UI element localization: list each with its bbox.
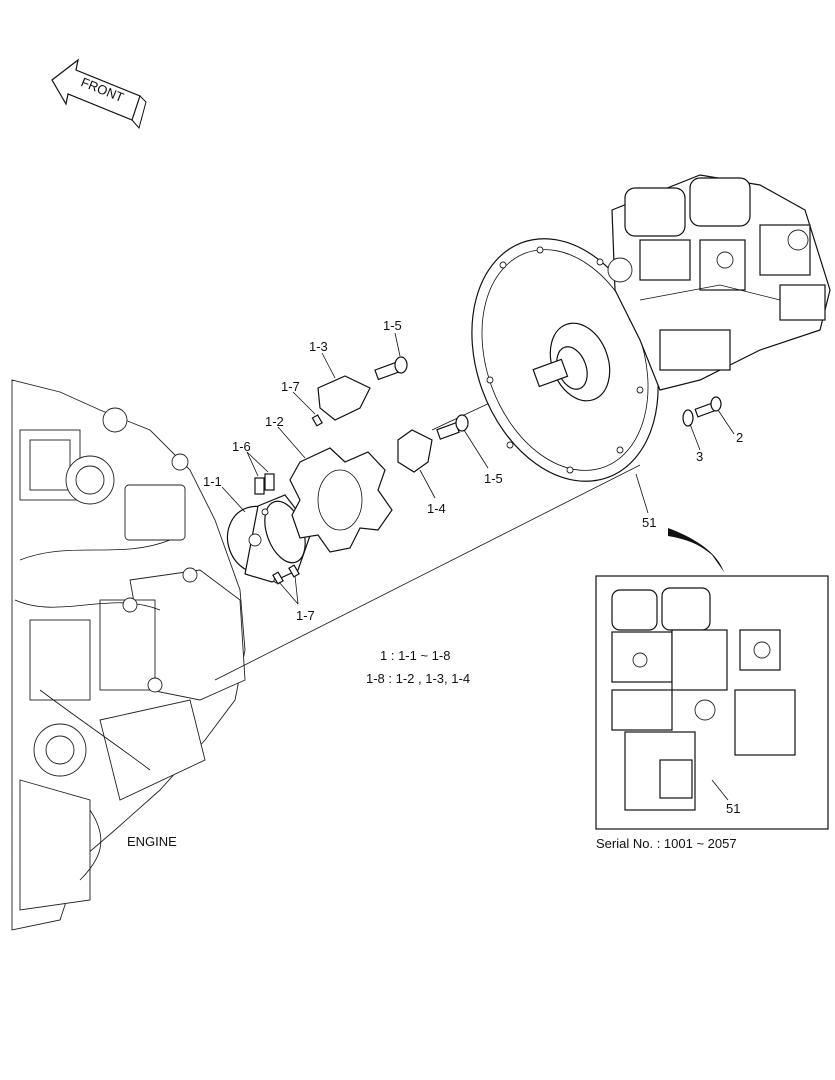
pump-valve-block — [607, 174, 831, 391]
detail-inset: 51 — [595, 575, 829, 830]
callout-1-7-upper: 1-7 — [281, 379, 300, 394]
callout-51-inset: 51 — [726, 801, 740, 816]
part-1-4-block — [397, 429, 433, 473]
part-1-2-coupling — [289, 447, 393, 553]
part-1-3-bracket — [317, 375, 371, 421]
serial-label: Serial No. : 1001 ~ 2057 — [596, 836, 737, 851]
callout-1-1: 1-1 — [203, 474, 222, 489]
part-1-5-bolt-upper — [374, 356, 408, 381]
callout-1-7-lower: 1-7 — [296, 608, 315, 623]
part-1-6-screws — [254, 473, 275, 495]
pump-flange — [471, 238, 659, 482]
callout-1-6: 1-6 — [232, 439, 251, 454]
note-line-2: 1-8 : 1-2 , 1-3, 1-4 — [366, 671, 470, 686]
engine-drawing — [11, 379, 246, 931]
callout-1-3: 1-3 — [309, 339, 328, 354]
part-1-7-pins — [272, 414, 323, 585]
callout-3: 3 — [696, 449, 703, 464]
callout-1-2: 1-2 — [265, 414, 284, 429]
callout-2: 2 — [736, 430, 743, 445]
front-arrow-icon: FRONT — [51, 58, 147, 130]
part-2-bolt — [694, 396, 722, 418]
callout-1-5-lower: 1-5 — [484, 471, 503, 486]
callout-1-4: 1-4 — [427, 501, 446, 516]
detail-arrow-icon — [668, 528, 724, 572]
note-line-1: 1 : 1-1 ~ 1-8 — [380, 648, 450, 663]
part-1-5-bolt-lower — [436, 414, 469, 440]
engine-label: ENGINE — [127, 834, 177, 849]
centerline — [214, 464, 641, 681]
part-3-washer — [682, 409, 694, 427]
leader-lines — [221, 332, 735, 605]
callout-51-main: 51 — [642, 515, 656, 530]
callout-1-5-upper: 1-5 — [383, 318, 402, 333]
